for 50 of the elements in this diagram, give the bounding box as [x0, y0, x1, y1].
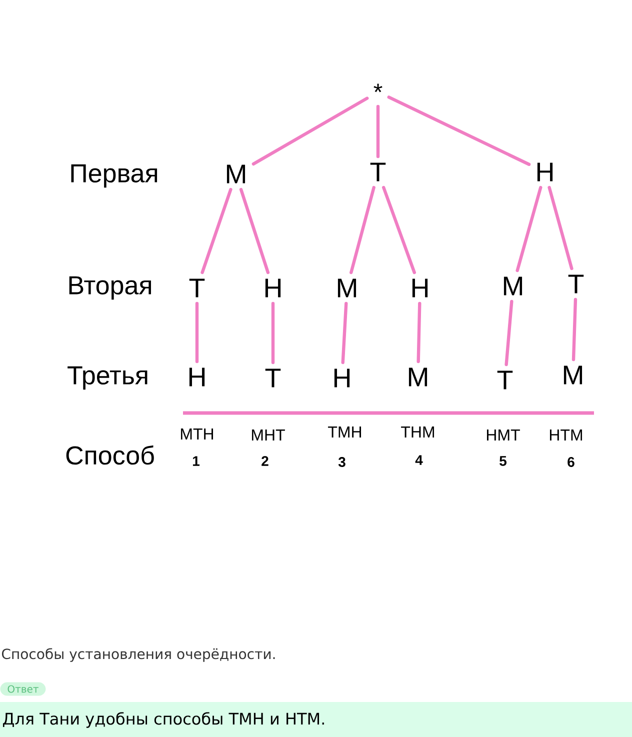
sequence-number: 6 [568, 457, 574, 467]
row-label: Способ [66, 445, 154, 465]
sequence-label: МТН [180, 428, 214, 440]
branch-line [200, 188, 232, 274]
letter-label: Н [334, 368, 350, 388]
branch-line [387, 96, 531, 166]
branch-line [572, 298, 578, 362]
sequence-number: 1 [192, 456, 200, 466]
branch-line [548, 186, 574, 270]
branch-line [504, 300, 514, 366]
sequence-number: 3 [338, 457, 346, 467]
letter-label: М [504, 276, 522, 296]
branch-line [252, 96, 369, 166]
branch-line [271, 302, 275, 364]
sequence-number: 5 [500, 456, 506, 466]
branch-line [341, 302, 348, 364]
sequence-label: НТМ [550, 430, 582, 440]
branch-line [239, 188, 270, 274]
letter-label: Т [189, 278, 205, 298]
letter-label: Т [370, 162, 386, 182]
sequence-number: 2 [262, 456, 268, 466]
letter-label: Н [412, 278, 428, 298]
sequence-label: МНТ [252, 430, 285, 440]
branch-line [376, 104, 380, 158]
letter-label: Т [265, 368, 281, 388]
branch-line [416, 302, 422, 364]
branch-line [195, 302, 199, 364]
sequence-label: ТМН [328, 426, 361, 438]
sequence-label: НМТ [486, 430, 520, 440]
letter-label: Н [537, 162, 553, 182]
letter-label: Т [568, 274, 584, 294]
row-label: Третья [68, 366, 148, 390]
letter-label: М [338, 278, 356, 298]
branch-line [382, 186, 416, 274]
sequence-label: ТНМ [401, 426, 434, 438]
row-label: Вторая [69, 276, 151, 300]
answer-text: Для Тани удобны способы ТМН и НТМ. [2, 712, 324, 728]
letter-label: М [226, 164, 246, 184]
sequence-number: 4 [415, 455, 423, 465]
letter-label: Н [189, 368, 205, 386]
branch-line [516, 186, 542, 272]
row-label: Первая [71, 164, 158, 188]
letter-label: Н [265, 278, 281, 298]
answer-badge: Ответ [0, 682, 46, 696]
letter-label: М [408, 368, 428, 386]
root-label: * [374, 84, 382, 92]
letter-label: Т [497, 370, 513, 390]
caption: Способы установления очерёдности. [2, 648, 275, 662]
letter-label: М [564, 366, 582, 384]
branch-line [350, 186, 376, 274]
